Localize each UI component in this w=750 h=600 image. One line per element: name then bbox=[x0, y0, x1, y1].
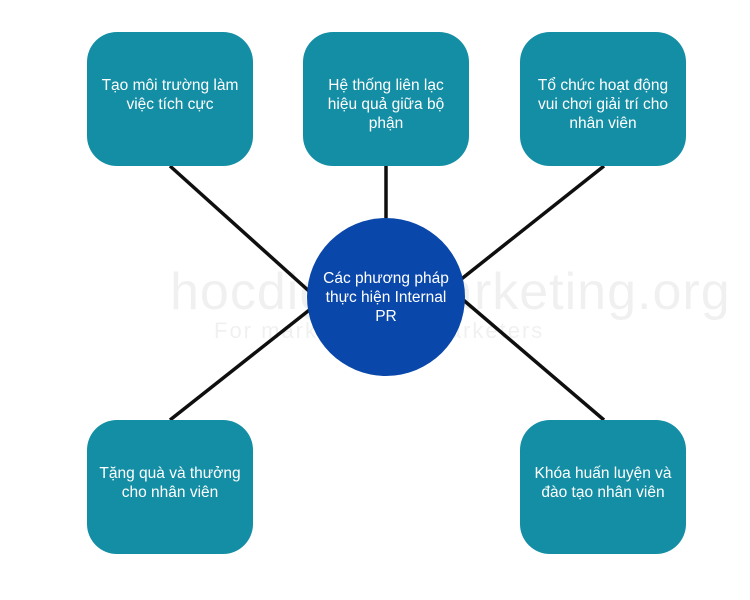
center-node: Các phương pháp thực hiện Internal PR bbox=[307, 218, 465, 376]
node-label: Khóa huấn luyện và đào tạo nhân viên bbox=[534, 465, 672, 501]
connector-top-left bbox=[168, 164, 332, 312]
node-label: Tặng quà và thưởng cho nhân viên bbox=[99, 465, 241, 501]
connector-bottom-left bbox=[168, 298, 324, 422]
node-label: Tạo môi trường làm việc tích cực bbox=[101, 77, 239, 113]
node-effective-communication: Hệ thống liên lạc hiệu quả giữa bộ phận bbox=[303, 32, 469, 166]
node-recreation-activities: Tổ chức hoạt động vui chơi giải trí cho … bbox=[520, 32, 686, 166]
node-gifts-and-rewards: Tặng quà và thưởng cho nhân viên bbox=[87, 420, 253, 554]
connector-top-right bbox=[443, 164, 606, 294]
center-label: Các phương pháp thực hiện Internal PR bbox=[323, 269, 449, 325]
connector-bottom-right bbox=[445, 284, 606, 422]
node-label: Tổ chức hoạt động vui chơi giải trí cho … bbox=[537, 77, 669, 132]
node-training-courses: Khóa huấn luyện và đào tạo nhân viên bbox=[520, 420, 686, 554]
node-positive-work-environment: Tạo môi trường làm việc tích cực bbox=[87, 32, 253, 166]
node-label: Hệ thống liên lạc hiệu quả giữa bộ phận bbox=[327, 77, 445, 132]
